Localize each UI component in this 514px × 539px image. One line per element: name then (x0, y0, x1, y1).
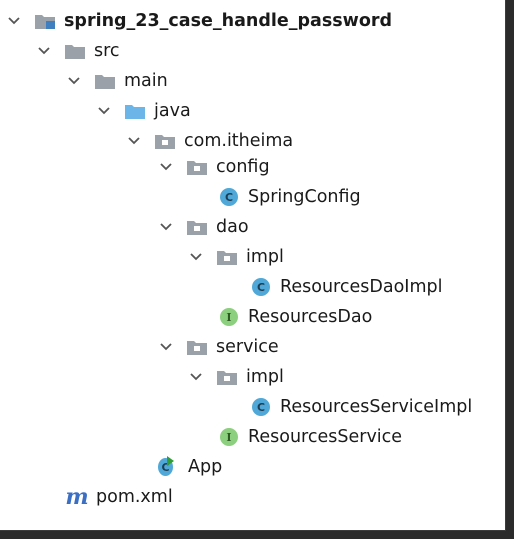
resources-service-impl-label: ResourcesServiceImpl (280, 397, 473, 417)
tree-item-src[interactable]: src (36, 36, 120, 66)
dao-impl-label: impl (246, 247, 284, 267)
spring-config-label: SpringConfig (248, 187, 361, 207)
src-label: src (94, 41, 120, 61)
chevron-down-icon[interactable] (158, 159, 174, 175)
package-icon (216, 248, 238, 266)
config-label: config (216, 157, 270, 177)
folder-icon (94, 72, 116, 90)
tree-item-resources-dao[interactable]: I ResourcesDao (218, 302, 372, 332)
package-label: com.itheima (184, 131, 294, 151)
app-label: App (188, 457, 223, 477)
chevron-down-icon[interactable] (66, 73, 82, 89)
dao-label: dao (216, 217, 249, 237)
tree-item-java[interactable]: java (96, 96, 191, 126)
service-impl-label: impl (246, 367, 284, 387)
chevron-down-icon[interactable] (96, 103, 112, 119)
runnable-class-icon: C (158, 456, 180, 476)
resources-dao-label: ResourcesDao (248, 307, 373, 327)
package-icon (154, 132, 176, 150)
chevron-down-icon[interactable] (126, 133, 142, 149)
interface-icon: I (218, 428, 240, 446)
tree-item-resources-dao-impl[interactable]: C ResourcesDaoImpl (250, 272, 442, 302)
package-icon (216, 368, 238, 386)
tree-item-resources-service[interactable]: I ResourcesService (218, 422, 402, 452)
package-icon (186, 338, 208, 356)
chevron-down-icon[interactable] (6, 13, 22, 29)
chevron-down-icon[interactable] (158, 339, 174, 355)
tree-item-dao-impl[interactable]: impl (188, 242, 284, 272)
pom-xml-label: pom.xml (96, 487, 173, 507)
class-icon: C (218, 188, 240, 206)
project-tree-panel: spring_23_case_handle_password src main … (0, 0, 506, 531)
chevron-down-icon[interactable] (188, 249, 204, 265)
resources-dao-impl-label: ResourcesDaoImpl (280, 277, 443, 297)
tree-item-pom-xml[interactable]: m pom.xml (65, 482, 173, 512)
source-folder-icon (124, 102, 146, 120)
tree-item-service-impl[interactable]: impl (188, 362, 284, 392)
module-folder-icon (34, 12, 56, 30)
tree-item-config[interactable]: config (158, 152, 270, 182)
class-icon: C (250, 278, 272, 296)
tree-item-project-root[interactable]: spring_23_case_handle_password (6, 6, 392, 36)
tree-item-app[interactable]: C App (158, 452, 222, 482)
class-icon: C (250, 398, 272, 416)
package-icon (186, 158, 208, 176)
maven-icon: m (65, 484, 89, 510)
package-icon (186, 218, 208, 236)
tree-item-dao[interactable]: dao (158, 212, 249, 242)
chevron-down-icon[interactable] (158, 219, 174, 235)
tree-item-service[interactable]: service (158, 332, 279, 362)
tree-item-spring-config[interactable]: C SpringConfig (218, 182, 361, 212)
chevron-down-icon[interactable] (36, 43, 52, 59)
main-label: main (124, 71, 168, 91)
chevron-down-icon[interactable] (188, 369, 204, 385)
tree-item-main[interactable]: main (66, 66, 168, 96)
folder-icon (64, 42, 86, 60)
tree-item-package-com-itheima[interactable]: com.itheima (126, 126, 293, 156)
java-label: java (154, 101, 191, 121)
interface-icon: I (218, 308, 240, 326)
tree-item-resources-service-impl[interactable]: C ResourcesServiceImpl (250, 392, 472, 422)
resources-service-label: ResourcesService (248, 427, 403, 447)
project-root-label: spring_23_case_handle_password (64, 11, 393, 31)
service-label: service (216, 337, 279, 357)
